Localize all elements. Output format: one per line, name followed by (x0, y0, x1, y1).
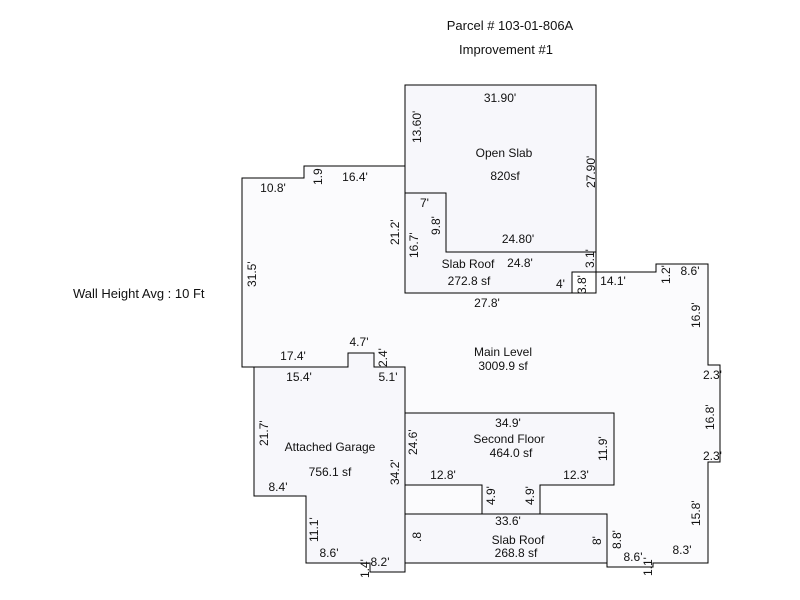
dim-label: 24.80' (501, 232, 535, 246)
dim-label: .8 (410, 531, 424, 542)
dim-label: 11.1' (307, 517, 321, 542)
second-floor-name: Second Floor (473, 432, 545, 446)
dim-label: 24.6' (406, 429, 420, 455)
improvement-label: Improvement #1 (459, 42, 553, 57)
dim-label: 8.6' (623, 550, 643, 564)
attached-garage-outline (253, 352, 406, 573)
main-level-name: Main Level (473, 345, 533, 359)
slab-roof-top-area: 272.8 sf (447, 274, 491, 288)
dim-label: 17.4' (280, 349, 306, 363)
attached-garage-area: 756.1 sf (308, 465, 352, 479)
dim-label: 11.9' (596, 436, 610, 461)
dim-label: 10.8' (260, 181, 286, 195)
dim-label: 8.4' (268, 480, 288, 494)
dim-label: 15.8' (689, 500, 703, 526)
dim-label: 4.9' (484, 486, 498, 505)
dim-label: 12.8' (430, 468, 456, 482)
dim-label: 31.5' (245, 261, 259, 287)
second-floor-area: 464.0 sf (489, 446, 533, 460)
dim-label: 8.2' (370, 555, 390, 569)
dim-label: 8.3' (672, 543, 692, 557)
dim-label: 1.1' (641, 557, 655, 576)
dim-label: 34.9' (495, 416, 521, 430)
attached-garage-name: Attached Garage (284, 440, 376, 454)
dim-label: 16.7' (407, 232, 421, 258)
open-slab-name: Open Slab (475, 146, 533, 160)
dim-label: 21.7' (257, 420, 271, 446)
dim-label: 14.1' (600, 274, 626, 288)
dim-label: 8.6' (319, 546, 339, 560)
dim-label: 16.4' (342, 170, 368, 184)
dim-label: 2.3' (703, 368, 722, 382)
dim-label: 4' (556, 277, 565, 291)
dim-label: 2.3' (703, 449, 722, 463)
wall-height-label: Wall Height Avg : 10 Ft (73, 286, 205, 301)
slab-roof-bottom-area: 268.8 sf (494, 546, 538, 560)
dim-label: 15.4' (286, 370, 312, 384)
dim-label: 13.60' (410, 110, 424, 143)
dim-label: 27.8' (474, 296, 500, 310)
slab-roof-top-name: Slab Roof (441, 257, 495, 271)
dim-label: 1.4' (358, 559, 372, 578)
dim-label: 12.3' (563, 468, 589, 482)
dim-label: 5.1' (378, 370, 398, 384)
dim-label: 27.90' (584, 155, 598, 188)
slab-roof-bottom-name: Slab Roof (491, 533, 545, 547)
dim-label: 9.8' (429, 216, 443, 235)
slab-roof-bottom-outline (404, 513, 608, 564)
dim-label: 31.90' (483, 91, 517, 105)
dim-label: 33.6' (495, 514, 521, 528)
dim-label: 16.8' (703, 404, 717, 430)
slab-roof-top-outline (404, 192, 597, 294)
dim-label: 3.8' (575, 275, 589, 294)
dim-label: 8.8' (610, 530, 624, 549)
dim-label: 21.2' (388, 219, 402, 245)
parcel-number: Parcel # 103-01-806A (446, 18, 574, 33)
dim-label: 1.9 (311, 168, 325, 185)
dim-label: 8.6' (680, 264, 700, 278)
dim-label: 24.8' (507, 256, 533, 270)
dim-label: 8' (590, 536, 604, 545)
dim-label: 2.4' (376, 348, 390, 367)
dim-label: 7' (420, 196, 429, 210)
dim-label: 4.9' (523, 486, 537, 505)
dim-label: 16.9' (689, 302, 703, 328)
dim-label: 4.7' (349, 335, 369, 349)
main-level-area: 3009.9 sf (478, 359, 528, 373)
dim-label: 1.2' (659, 265, 673, 284)
dim-label: 34.2' (388, 459, 402, 485)
dim-label: 3.1' (583, 249, 597, 268)
open-slab-area: 820sf (490, 169, 520, 183)
